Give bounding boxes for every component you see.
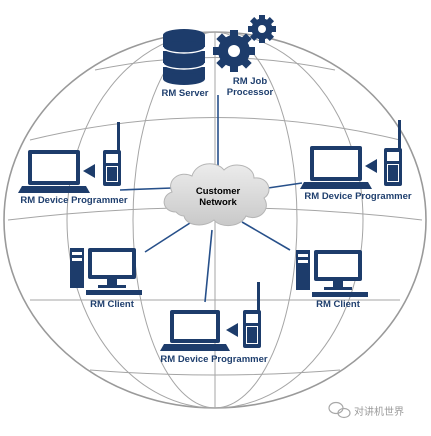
job-processor-label: RM Job Processor (218, 76, 282, 98)
database-icon (162, 29, 206, 85)
arrow-left-icon (83, 164, 95, 178)
device-programmer-bottom-label: RM Device Programmer (160, 354, 268, 365)
gears-icon (213, 15, 276, 72)
device-programmer-left (18, 122, 121, 193)
desktop-computer-icon (296, 250, 368, 297)
radio-icon (384, 120, 402, 186)
arrow-left-icon (365, 159, 377, 173)
cloud-icon (163, 163, 270, 226)
network-links (119, 95, 303, 303)
radio-icon (243, 282, 261, 348)
wechat-icon (328, 401, 351, 419)
cloud-label: Customer Network (183, 186, 253, 208)
cloud-label-line1: Customer (195, 186, 241, 197)
laptop-icon (18, 150, 90, 193)
server-label: RM Server (161, 88, 209, 99)
cloud-label-line2: Network (199, 197, 237, 208)
job-processor-label-line2: Processor (226, 87, 274, 98)
radio-icon (103, 122, 121, 186)
arrow-left-icon (226, 323, 238, 337)
client-left-label: RM Client (90, 299, 134, 310)
desktop-computer-icon (70, 248, 142, 295)
device-programmer-left-label: RM Device Programmer (20, 195, 128, 206)
client-right-label: RM Client (316, 299, 360, 310)
laptop-icon (160, 310, 230, 351)
laptop-icon (300, 146, 372, 189)
device-programmer-bottom (160, 282, 261, 351)
device-programmer-right-label: RM Device Programmer (304, 191, 412, 202)
device-programmer-right (300, 120, 402, 189)
job-processor-label-line1: RM Job (232, 76, 268, 87)
watermark-text: 对讲机世界 (354, 407, 404, 418)
